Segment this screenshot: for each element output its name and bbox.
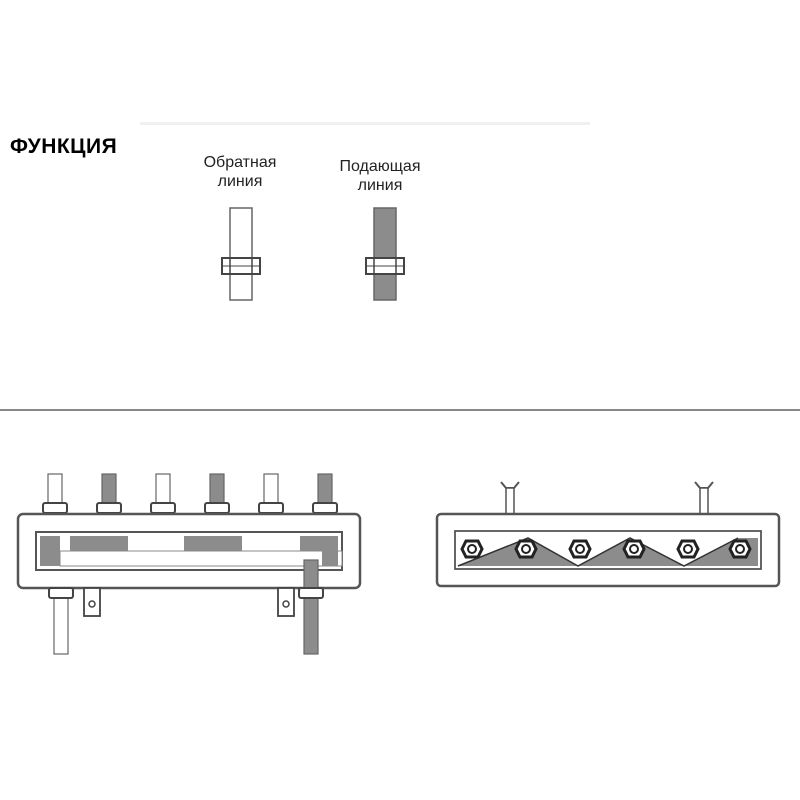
- nut-icon: [568, 539, 592, 559]
- pipe-icon: [303, 559, 319, 655]
- section-title: ФУНКЦИЯ: [10, 135, 118, 158]
- section-divider: [0, 409, 800, 411]
- flow-band-upper: [40, 536, 332, 566]
- nut-icon: [514, 539, 538, 559]
- nut-icon: [312, 502, 338, 514]
- top-nuts: [42, 502, 338, 514]
- nut-icon: [96, 502, 122, 514]
- nut-icon: [204, 502, 230, 514]
- top-pipes: [47, 473, 333, 515]
- supply-line-label-line1: Подающая: [339, 158, 421, 175]
- supply-pipe-icon: [373, 207, 397, 301]
- nut-icon: [48, 587, 74, 599]
- nut-icon: [150, 502, 176, 514]
- nut-icon: [622, 539, 646, 559]
- return-line-label-line1: Обратная: [203, 154, 277, 171]
- nut-icon: [676, 539, 700, 559]
- return-line-sample: [221, 207, 261, 301]
- nut-icon: [460, 539, 484, 559]
- header-rule: [140, 122, 590, 125]
- nut-icon: [258, 502, 284, 514]
- supply-line-label: Подающая линия: [320, 157, 440, 195]
- supply-line-label-line2: линия: [357, 177, 403, 194]
- nut-icon: [298, 587, 324, 599]
- bracket-icon: [277, 587, 295, 617]
- return-line-label-line2: линия: [217, 173, 263, 190]
- manifold-front-view: [16, 473, 362, 655]
- flow-riser: [322, 536, 338, 566]
- air-vent-icon: [500, 481, 520, 515]
- nut-icon: [728, 539, 752, 559]
- return-line-label: Обратная линия: [180, 153, 300, 191]
- outlet-nuts: [460, 539, 752, 559]
- nut-icon: [42, 502, 68, 514]
- supply-line-sample: [365, 207, 405, 301]
- manifold-top-view: [435, 481, 781, 588]
- flow-band-lower: [59, 550, 343, 567]
- air-vent-icon: [694, 481, 714, 515]
- bracket-icon: [83, 587, 101, 617]
- return-pipe-icon: [229, 207, 253, 301]
